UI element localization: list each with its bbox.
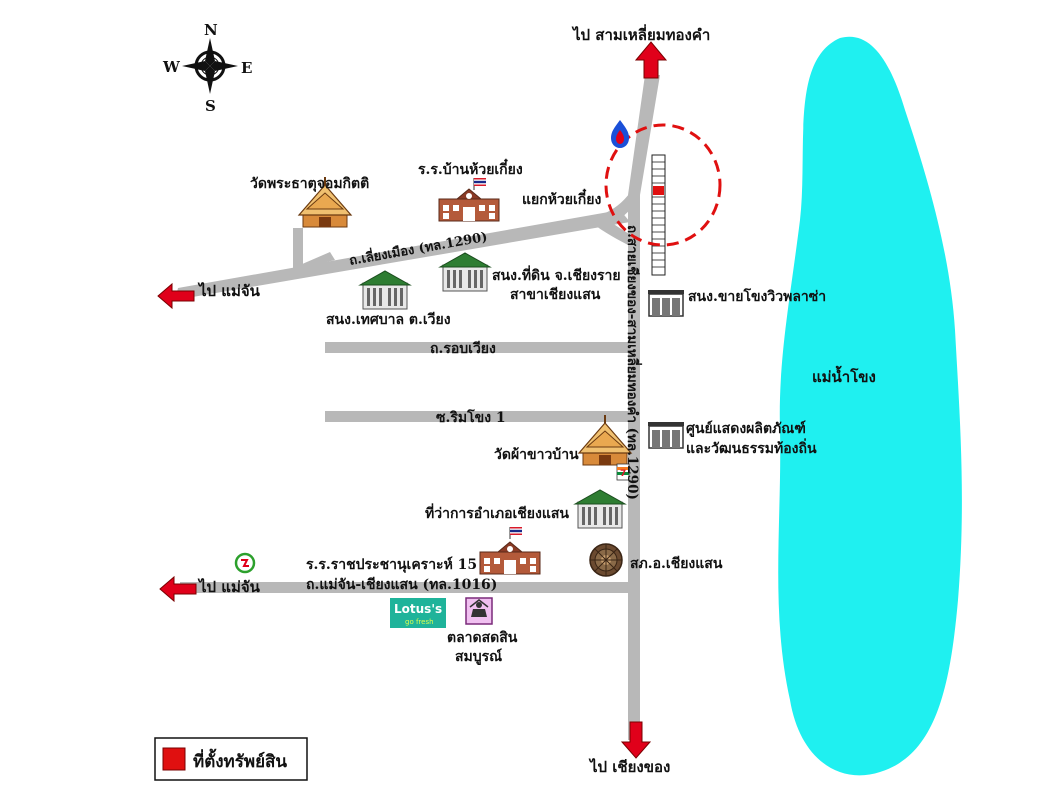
label-wat-phakhaoban: วัดผ้าขาวบ้าน [494, 447, 579, 463]
market-icon [465, 597, 493, 625]
svg-text:7: 7 [620, 469, 626, 479]
label-police: สภ.อ.เชียงแสน [630, 556, 723, 572]
7-eleven-icon: 7 [616, 463, 630, 481]
map-labels: ไป สามเหลี่ยมทองคำ วัดพระธาตุจอมกิตติ ร.… [197, 24, 876, 776]
label-mekong-plaza: สนง.ขายโขงวิวพลาซ่า [688, 287, 826, 305]
label-to-maechan-top: ไป แม่จัน [197, 281, 261, 300]
label-school-ratprachanu: ร.ร.ราชประชานุเคราะห์ 15 [306, 556, 477, 573]
arrow-west-top-icon [157, 282, 195, 310]
mekong-river-shape [778, 36, 962, 776]
label-mekong-river: แม่น้ำโขง [812, 365, 876, 386]
label-exhibit-1: ศูนย์แสดงผลิตภัณฑ์ [686, 420, 806, 437]
govt-building-icon-municipality [359, 270, 411, 310]
arrow-north-icon [634, 41, 668, 79]
compass-w: W [162, 58, 181, 76]
property-highlight-circle [604, 123, 722, 247]
pt-station-icon [234, 552, 256, 574]
property-marker [653, 186, 664, 195]
school-icon-ratprachanu [479, 541, 541, 575]
police-emblem-icon [589, 543, 623, 577]
govt-building-icon-land [439, 252, 491, 292]
arrow-south-icon [620, 721, 652, 759]
shophouse-icon-plaza [647, 289, 685, 317]
legend: ที่ตั้งทรัพย์สิน [154, 737, 308, 781]
property-shophouses [651, 154, 666, 276]
govt-building-icon-district [574, 489, 626, 529]
label-to-samliam: ไป สามเหลี่ยมทองคำ [571, 24, 710, 44]
label-land-office-2: สาขาเชียงแสน [510, 287, 601, 303]
label-junction: แยกห้วยเกี๋ยง [522, 188, 601, 208]
thai-flag-icon-1 [473, 177, 487, 191]
label-market-2: สมบูรณ์ [455, 648, 502, 665]
road-network [175, 75, 660, 740]
temple-icon-phakhaoban [578, 414, 632, 466]
label-market-1: ตลาดสดสิน [447, 630, 518, 646]
lotus-store-icon: Lotus's go fresh [390, 598, 446, 628]
school-icon-huaykiang [438, 188, 500, 222]
label-to-maechan-bottom: ไป แม่จัน [197, 577, 261, 596]
compass-e: E [241, 59, 252, 77]
legend-marker [162, 747, 186, 771]
compass-s: S [205, 97, 216, 115]
label-road-robwiang: ถ.รอบเวียง [430, 341, 496, 357]
legend-label: ที่ตั้งทรัพย์สิน [193, 748, 287, 772]
label-exhibit-2: และวัฒนธรรมท้องถิ่น [686, 438, 817, 457]
compass-n: N [204, 21, 218, 39]
label-district-office: ที่ว่าการอำเภอเชียงแสน [425, 503, 569, 522]
lotus-sub: go fresh [405, 618, 434, 626]
shophouse-icon-exhibit [647, 421, 685, 449]
compass-rose-icon: N S W E [162, 21, 252, 115]
arrow-west-bottom-icon [159, 575, 197, 603]
label-road-maechan: ถ.แม่จัน-เชียงแสน (ทล.1016) [306, 577, 497, 593]
label-municipality: สนง.เทศบาล ต.เวียง [326, 312, 451, 328]
label-school-huaykiang: ร.ร.บ้านห้วยเกี๋ยง [418, 158, 523, 178]
label-to-chiangkhong: ไป เชียงของ [588, 757, 670, 776]
label-wat-phrathat: วัดพระธาตุจอมกิตติ [250, 176, 369, 192]
label-land-office-1: สนง.ที่ดิน จ.เชียงราย [492, 265, 621, 284]
thai-flag-icon-2 [509, 526, 523, 540]
label-soi-rimkhong: ซ.ริมโขง 1 [436, 408, 506, 426]
gas-station-icon [611, 120, 629, 148]
label-main-road: ถ.สายเชียงของ-สามเหลี่ยมทองคำ (ทล.1290) [624, 225, 643, 500]
lotus-brand: Lotus's [394, 602, 442, 616]
